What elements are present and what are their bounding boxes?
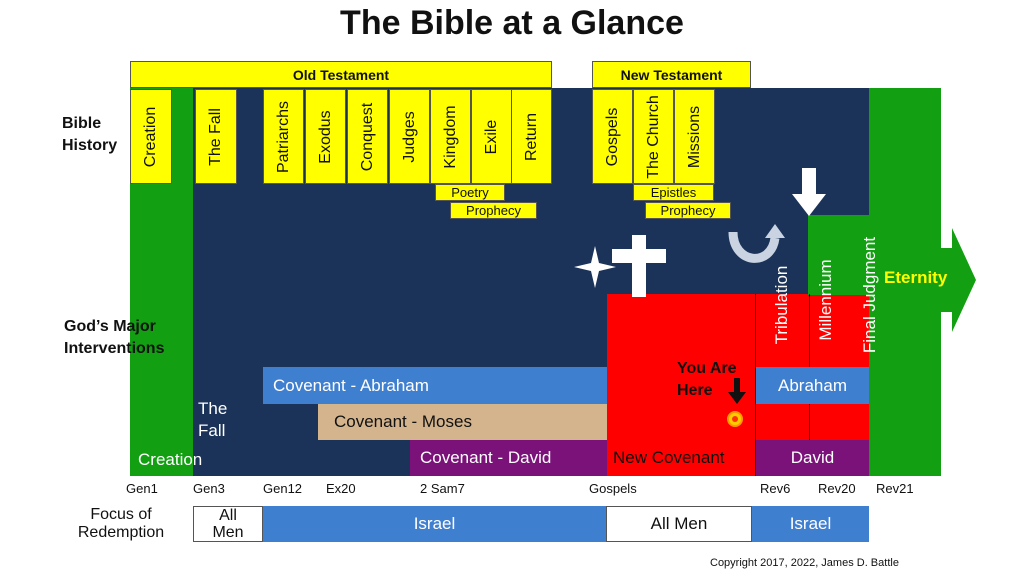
column-exodus: Exodus: [305, 89, 346, 184]
creation-label: Creation: [138, 450, 203, 469]
abraham-future-bar: Abraham: [756, 367, 869, 404]
sparkle-star-icon: [574, 246, 616, 288]
new-testament-header: New Testament: [592, 61, 751, 88]
final-judgment-label: Final Judgment: [860, 236, 879, 354]
interventions-label: God’s Major Interventions: [64, 318, 165, 357]
tribulation-label: Tribulation: [772, 265, 791, 345]
column-kingdom: Kingdom: [430, 89, 471, 184]
focus-all-men-1: All Men: [193, 506, 263, 542]
focus-all-men-2: All Men: [606, 506, 752, 542]
nt-prophecy-label: Prophecy: [645, 202, 731, 219]
column-return: Return: [511, 89, 552, 184]
divider-tribulation: [755, 294, 756, 476]
tick-gen3: Gen3: [193, 481, 225, 496]
tick-gospels: Gospels: [589, 481, 637, 496]
focus-israel-2: Israel: [752, 506, 869, 542]
eternity-green-area: [869, 88, 941, 476]
epistles-label: Epistles: [633, 184, 714, 201]
column-creation: Creation: [130, 89, 172, 184]
covenant-moses-bar: Covenant - Moses: [318, 404, 607, 440]
column-the-fall: The Fall: [195, 89, 237, 184]
ascension-arrow-icon: [728, 224, 785, 263]
david-future-bar: David: [756, 440, 869, 476]
copyright-text: Copyright 2017, 2022, James D. Battle: [710, 557, 899, 569]
column-exile: Exile: [471, 89, 512, 184]
down-arrow-icon: [728, 378, 746, 404]
here-marker-icon: [727, 411, 743, 427]
column-conquest: Conquest: [347, 89, 388, 184]
old-testament-header: Old Testament: [130, 61, 552, 88]
column-gospels: Gospels: [592, 89, 633, 184]
covenant-david-bar: Covenant - David: [410, 440, 607, 476]
cross-icon: [612, 235, 666, 297]
tick-rev6: Rev6: [760, 481, 791, 496]
tick-2sam7: 2 Sam7: [420, 481, 465, 496]
the-fall-label: The Fall: [198, 399, 228, 440]
ot-prophecy-label: Prophecy: [450, 202, 537, 219]
tick-rev21: Rev21: [876, 481, 914, 496]
eternity-arrow-icon: [930, 228, 976, 332]
tick-rev20: Rev20: [818, 481, 856, 496]
covenant-abraham-bar: Covenant - Abraham: [263, 367, 607, 404]
tick-gen12: Gen12: [263, 481, 303, 496]
you-are-here-label: You Are Here: [677, 360, 737, 399]
new-covenant-bar: New Covenant: [613, 448, 725, 467]
millennium-green-area: [808, 215, 870, 295]
column-the-church: The Church: [633, 89, 674, 184]
bible-history-label: Bible History: [62, 115, 118, 154]
return-down-arrow-icon: [792, 168, 826, 216]
page-title: The Bible at a Glance: [340, 4, 684, 42]
tick-gen1: Gen1: [126, 481, 158, 496]
column-judges: Judges: [389, 89, 430, 184]
column-missions: Missions: [674, 89, 715, 184]
poetry-label: Poetry: [435, 184, 505, 201]
focus-israel-1: Israel: [263, 506, 606, 542]
column-patriarchs: Patriarchs: [263, 89, 304, 184]
focus-of-redemption-label: Focus of Redemption: [77, 506, 165, 541]
tick-ex20: Ex20: [326, 481, 356, 496]
eternity-label: Eternity: [884, 268, 948, 287]
